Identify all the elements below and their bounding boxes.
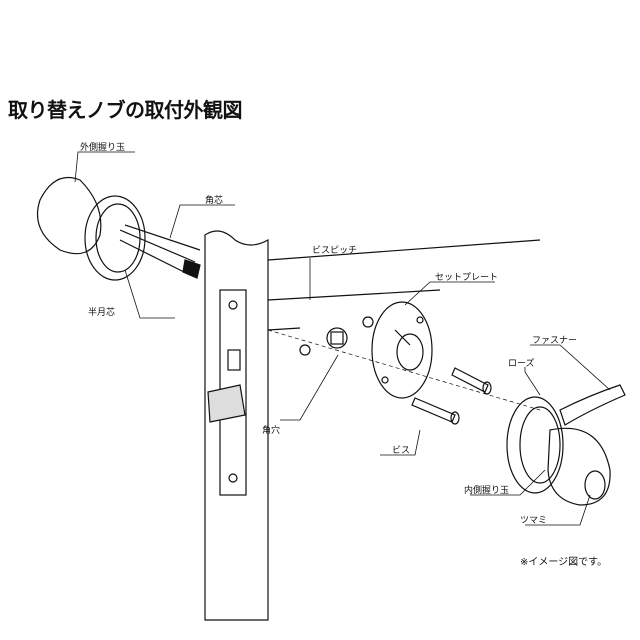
label-screw-pitch: ビスピッチ — [312, 246, 358, 256]
inner-knob-drawing — [506, 384, 626, 506]
leader-lines — [74, 151, 611, 526]
outer-knob-drawing — [36, 176, 201, 281]
label-inner-knob: 内側握り玉 — [464, 486, 510, 496]
label-screw: ビス — [392, 446, 411, 456]
label-half-moon-spindle: 半月芯 — [88, 308, 116, 318]
label-fastener: ファスナー — [532, 336, 578, 346]
screws-drawing — [411, 367, 492, 425]
label-square-spindle: 角芯 — [205, 196, 224, 206]
label-square-hole: 角穴 — [262, 426, 281, 436]
set-plate-drawing — [371, 301, 433, 399]
door-latch-drawing — [204, 230, 541, 621]
image-note: ※イメージ図です。 — [520, 557, 608, 568]
diagram-title: 取り替えノブの取付外観図 — [8, 98, 243, 122]
label-set-plate: セットプレート — [435, 273, 499, 283]
label-outer-knob: 外側握り玉 — [80, 143, 126, 153]
label-thumb-turn: ツマミ — [520, 516, 548, 526]
label-rose: ローズ — [508, 359, 535, 369]
